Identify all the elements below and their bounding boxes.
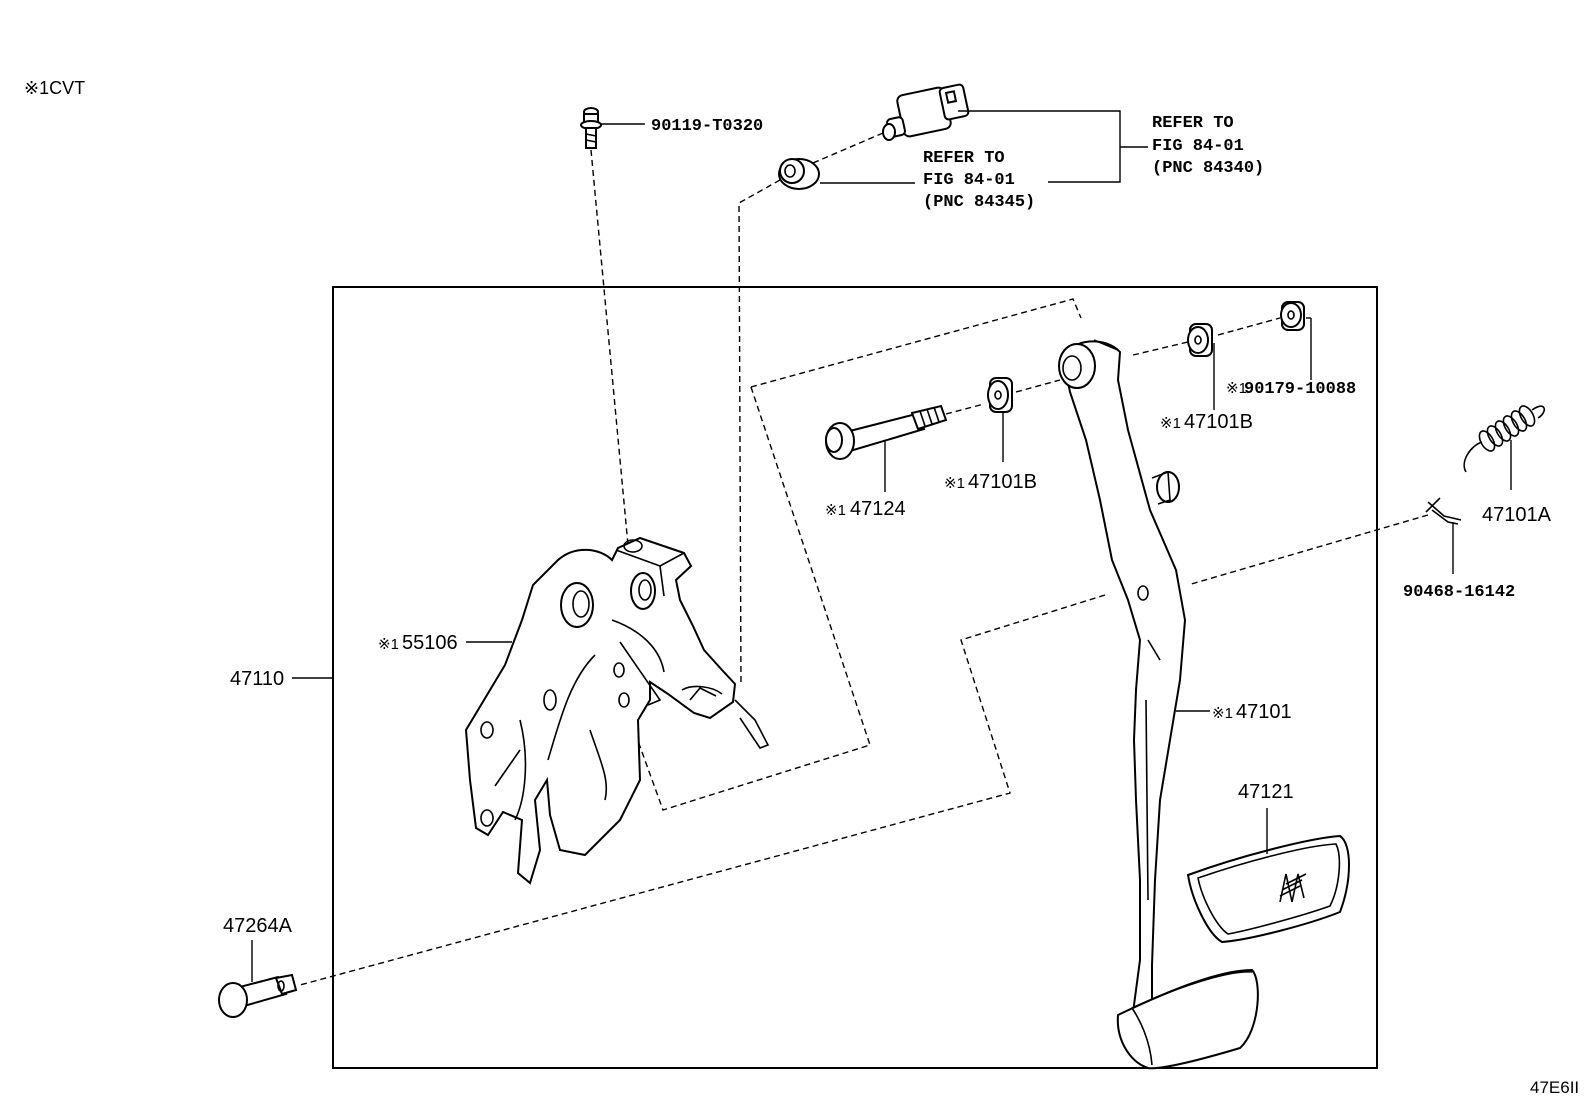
bushing-far-icon [1280, 301, 1305, 331]
figure-code: 47E6II [1530, 1078, 1579, 1097]
label-bolt-90119: 90119-T0320 [651, 117, 763, 136]
pedal-pad-icon [1186, 834, 1350, 944]
label-pivot-bolt: 47124 [850, 498, 906, 520]
pivot-bolt-icon [825, 404, 948, 460]
refer-cushion-line1: REFER TO [923, 149, 1005, 168]
label-bushing-left: 47101B [968, 471, 1037, 493]
pedal-arm-icon [1058, 339, 1259, 1070]
bushing-left-icon [987, 377, 1013, 413]
switch-cushion-icon [778, 158, 820, 190]
return-spring-icon [1463, 405, 1545, 473]
label-clip: 90468-16142 [1403, 583, 1515, 602]
label-assembly: 47110 [230, 668, 284, 690]
clip-icon [1425, 497, 1462, 525]
clevis-pin-icon [218, 973, 298, 1018]
label-bushing-left-mark: ※1 [944, 475, 965, 492]
cvt-note: ※1CVT [24, 78, 85, 98]
label-return-spring: 47101A [1482, 504, 1552, 526]
label-pedal-arm: 47101 [1236, 701, 1292, 723]
stop-lamp-switch-icon [882, 83, 970, 141]
refer-cushion-line2: FIG 84-01 [923, 171, 1015, 190]
assembly-frame [332, 286, 1378, 1069]
bushing-right-icon [1187, 323, 1213, 357]
label-pivot-bolt-mark: ※1 [825, 502, 846, 519]
label-bushing-right: 47101B [1184, 411, 1253, 433]
label-pedal-arm-mark: ※1 [1212, 705, 1233, 722]
refer-switch-line1: REFER TO [1152, 114, 1234, 133]
label-bracket: 55106 [402, 632, 458, 654]
label-bushing-right-mark: ※1 [1160, 415, 1181, 432]
label-bushing-far: 90179-10088 [1244, 380, 1356, 399]
label-bracket-mark: ※1 [378, 636, 399, 653]
pedal-bracket-icon [464, 536, 770, 885]
label-bushing-far-mark: ※1 [1226, 380, 1247, 397]
refer-switch-line2: FIG 84-01 [1152, 137, 1244, 156]
label-pedal-pad: 47121 [1238, 781, 1294, 803]
label-clevis-pin: 47264A [223, 915, 293, 937]
refer-switch-line3: (PNC 84340) [1152, 159, 1264, 178]
refer-cushion-line3: (PNC 84345) [923, 193, 1035, 212]
bolt-90119-icon [580, 107, 602, 149]
